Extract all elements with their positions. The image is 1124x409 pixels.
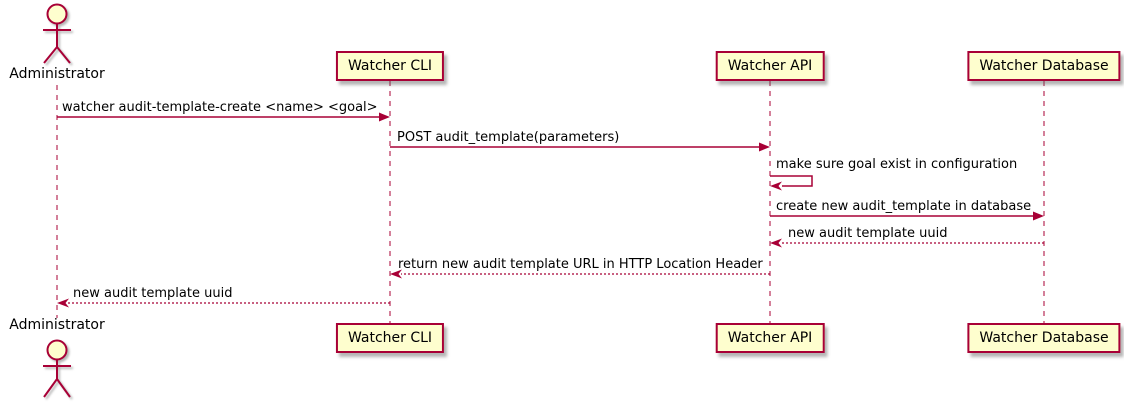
message-arrow-1 [57, 112, 390, 122]
message-label-5: new audit template uuid [788, 226, 948, 241]
participant-box-watcher-cli-top: Watcher CLI [335, 51, 445, 81]
message-arrow-7 [57, 298, 390, 308]
message-label-1: watcher audit-template-create <name> <go… [62, 100, 378, 115]
participant-box-watcher-cli-bottom: Watcher CLI [335, 323, 445, 353]
participant-box-watcher-api-top: Watcher API [715, 51, 825, 81]
message-arrow-4 [770, 211, 1044, 221]
actor-label-administrator-top: Administrator [9, 66, 105, 82]
message-label-3: make sure goal exist in configuration [776, 157, 1018, 172]
actor-icon-bottom [43, 339, 71, 398]
participant-box-watcher-database-bottom: Watcher Database [967, 323, 1121, 353]
message-label-2: POST audit_template(parameters) [397, 130, 620, 145]
actor-icon-top [43, 3, 71, 64]
message-arrow-2 [390, 142, 770, 152]
message-arrow-6 [390, 269, 770, 279]
participant-box-watcher-api-bottom: Watcher API [715, 323, 825, 353]
actor-label-administrator-bottom: Administrator [9, 317, 105, 333]
message-label-6: return new audit template URL in HTTP Lo… [398, 257, 763, 272]
message-label-4: create new audit_template in database [776, 199, 1032, 214]
message-arrow-3-self-loop [770, 175, 813, 191]
message-label-7: new audit template uuid [73, 286, 233, 301]
participant-box-watcher-database-top: Watcher Database [967, 51, 1121, 81]
message-arrow-5 [770, 238, 1044, 248]
